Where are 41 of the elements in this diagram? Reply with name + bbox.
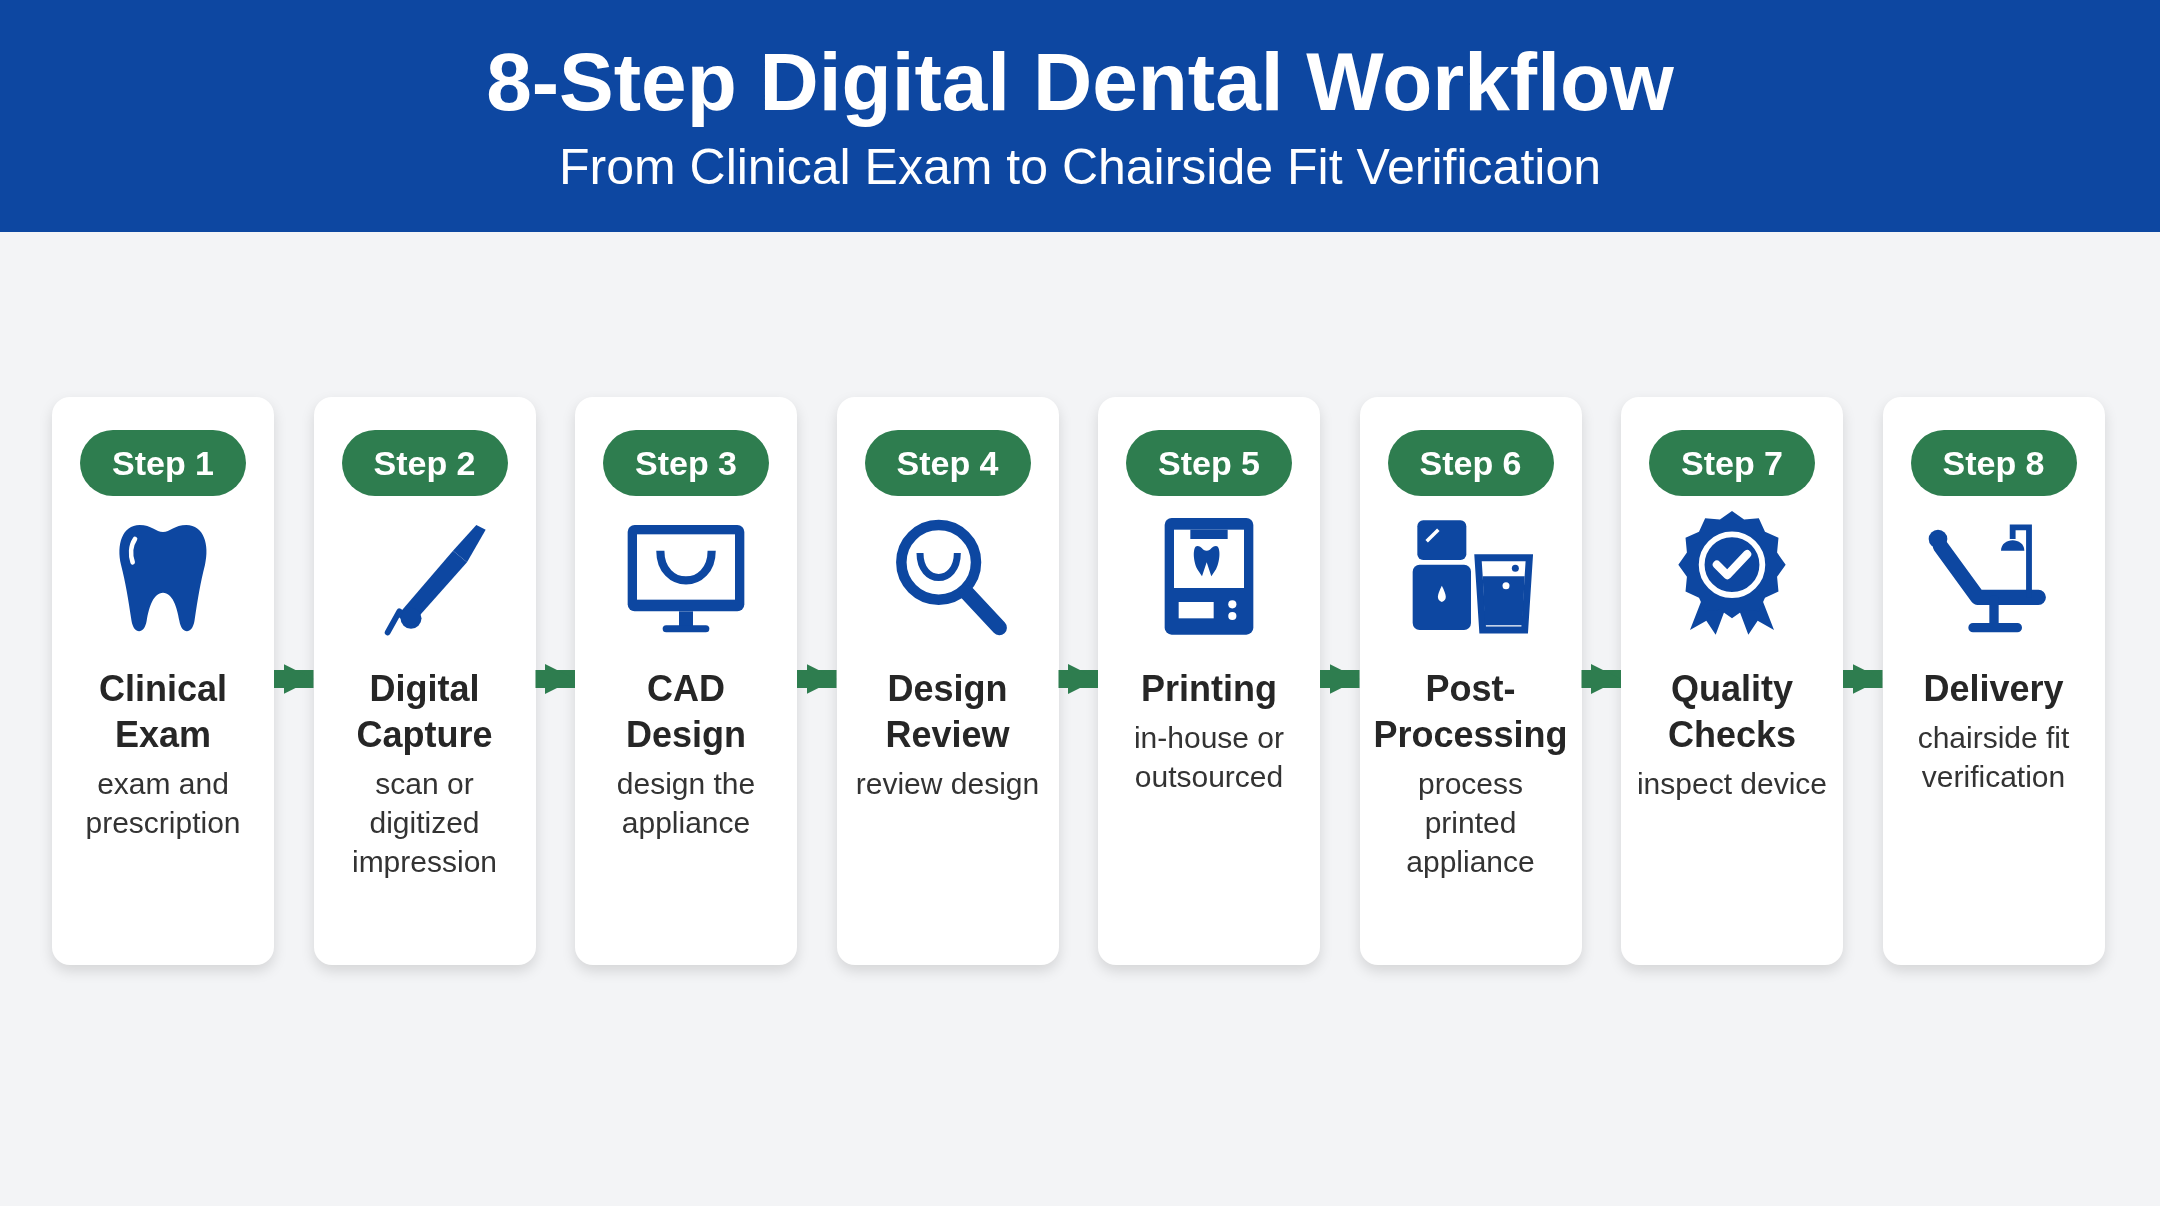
step-title: Delivery (1922, 667, 2065, 711)
step-card (1621, 397, 1843, 965)
step-title: Quality Checks (1666, 667, 1798, 757)
step-badge: Step 5 (1126, 430, 1292, 496)
step-description: in-house or outsourced (1132, 720, 1286, 795)
step-title: Digital Capture (355, 667, 494, 757)
step-card (575, 397, 797, 965)
step-description: inspect device (1635, 766, 1829, 802)
arrow (1320, 664, 1360, 694)
step-card (836, 397, 1059, 965)
step-title: CAD Design (625, 667, 747, 757)
step-description: design the appliance (615, 766, 757, 841)
step-card (313, 397, 536, 965)
step-badge: Step 6 (1387, 430, 1554, 496)
step-badge: Step 7 (1649, 430, 1815, 496)
step-badge: Step 3 (603, 430, 769, 496)
arrow (274, 664, 314, 694)
step-badge: Step 4 (864, 430, 1031, 496)
step-badge: Step 8 (1910, 430, 2077, 496)
step-card (1098, 397, 1320, 965)
step-description: review design (854, 766, 1041, 802)
step-card (1359, 397, 1582, 965)
title: 8-Step Digital Dental Workflow (485, 36, 1675, 128)
arrow (1581, 664, 1621, 694)
step-description: process printed appliance (1405, 766, 1536, 880)
step-card (52, 397, 274, 965)
arrow (1058, 664, 1098, 694)
step-card (1882, 397, 2105, 965)
step-title: Clinical Exam (97, 667, 228, 757)
arrow (1843, 664, 1883, 694)
step-description: scan or digitized impression (350, 766, 499, 880)
arrow (797, 664, 837, 694)
step-description: exam and prescription (84, 766, 242, 841)
subtitle: From Clinical Exam to Chairside Fit Verification (558, 138, 1602, 196)
step-badge: Step 1 (80, 430, 246, 496)
step-title: Printing (1140, 667, 1278, 711)
step-badge: Step 2 (341, 430, 508, 496)
step-description: chairside fit verification (1916, 720, 2071, 795)
step-title: Post-Processing (1372, 667, 1569, 757)
step-title: Design Review (884, 667, 1011, 757)
arrow (535, 664, 575, 694)
